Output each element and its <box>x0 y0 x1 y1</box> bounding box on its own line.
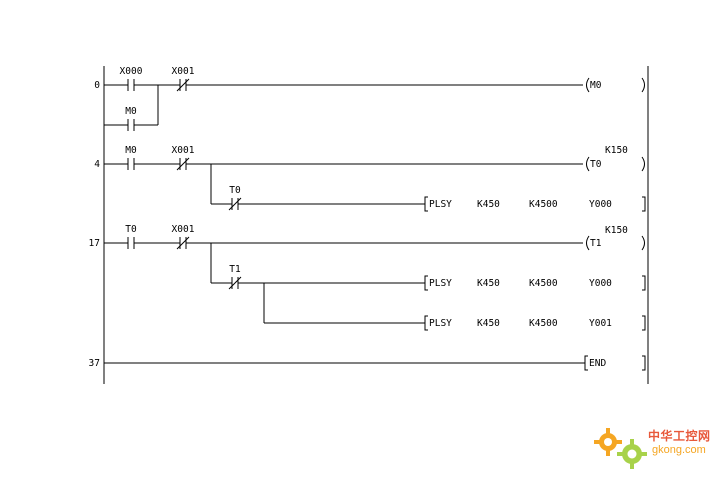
contact-label: X001 <box>172 145 195 156</box>
rung-4: 4 M0 X001 T0 PLSY K450 K45 <box>94 145 646 212</box>
watermark-brand: 中华工控网 <box>648 429 711 443</box>
rung-37: 37 END <box>89 355 646 371</box>
instruction-op: END <box>589 358 606 369</box>
instruction-block[interactable]: PLSY K450 K4500 Y001 <box>424 315 646 331</box>
contact-label: T0 <box>229 185 241 196</box>
contact-label: T0 <box>125 224 137 235</box>
contact-no[interactable]: M0 <box>125 145 137 170</box>
contact-no[interactable]: M0 <box>125 106 137 131</box>
step-number: 4 <box>94 159 100 170</box>
contact-no[interactable]: T0 <box>125 224 137 249</box>
contact-no[interactable]: X000 <box>120 66 143 91</box>
instruction-arg: K450 <box>477 199 500 210</box>
watermark-domain: gkong.com <box>652 444 706 456</box>
instruction-arg: Y001 <box>589 318 612 329</box>
coil-label: M0 <box>590 80 602 91</box>
contact-label: X001 <box>172 224 195 235</box>
instruction-op: PLSY <box>429 318 452 329</box>
watermark-logo <box>594 428 647 469</box>
contact-nc[interactable]: T1 <box>228 264 242 290</box>
contact-label: M0 <box>125 106 137 117</box>
step-number: 17 <box>89 238 100 249</box>
instruction-arg: K4500 <box>529 318 558 329</box>
instruction-arg: K4500 <box>529 278 558 289</box>
contact-nc[interactable]: T0 <box>228 185 242 211</box>
end-instruction[interactable]: END <box>584 355 646 371</box>
output-coil[interactable]: M0 <box>586 77 645 93</box>
timer-coil[interactable]: T1 K150 <box>586 225 645 251</box>
contact-label: T1 <box>229 264 241 275</box>
instruction-arg: Y000 <box>589 278 612 289</box>
rung-17: 17 T0 X001 T1 PLSY K45 <box>89 224 646 331</box>
contact-nc[interactable]: X001 <box>172 224 195 250</box>
instruction-op: PLSY <box>429 278 452 289</box>
gear-icon <box>594 428 647 469</box>
instruction-block[interactable]: PLSY K450 K4500 Y000 <box>424 275 646 291</box>
rung-0: 0 X000 X001 M0 M0 <box>94 66 645 131</box>
instruction-arg: Y000 <box>589 199 612 210</box>
step-number: 0 <box>94 80 100 91</box>
instruction-arg: K4500 <box>529 199 558 210</box>
instruction-block[interactable]: PLSY K450 K4500 Y000 <box>424 196 646 212</box>
timer-coil[interactable]: T0 K150 <box>586 145 645 172</box>
instruction-arg: K450 <box>477 278 500 289</box>
contact-nc[interactable]: X001 <box>172 66 195 92</box>
instruction-op: PLSY <box>429 199 452 210</box>
contact-nc[interactable]: X001 <box>172 145 195 171</box>
timer-setting: K150 <box>605 225 628 236</box>
step-number: 37 <box>89 358 100 369</box>
contact-label: M0 <box>125 145 137 156</box>
coil-label: T1 <box>590 238 602 249</box>
instruction-arg: K450 <box>477 318 500 329</box>
coil-label: T0 <box>590 159 602 170</box>
contact-label: X000 <box>120 66 143 77</box>
contact-label: X001 <box>172 66 195 77</box>
timer-setting: K150 <box>605 145 628 156</box>
